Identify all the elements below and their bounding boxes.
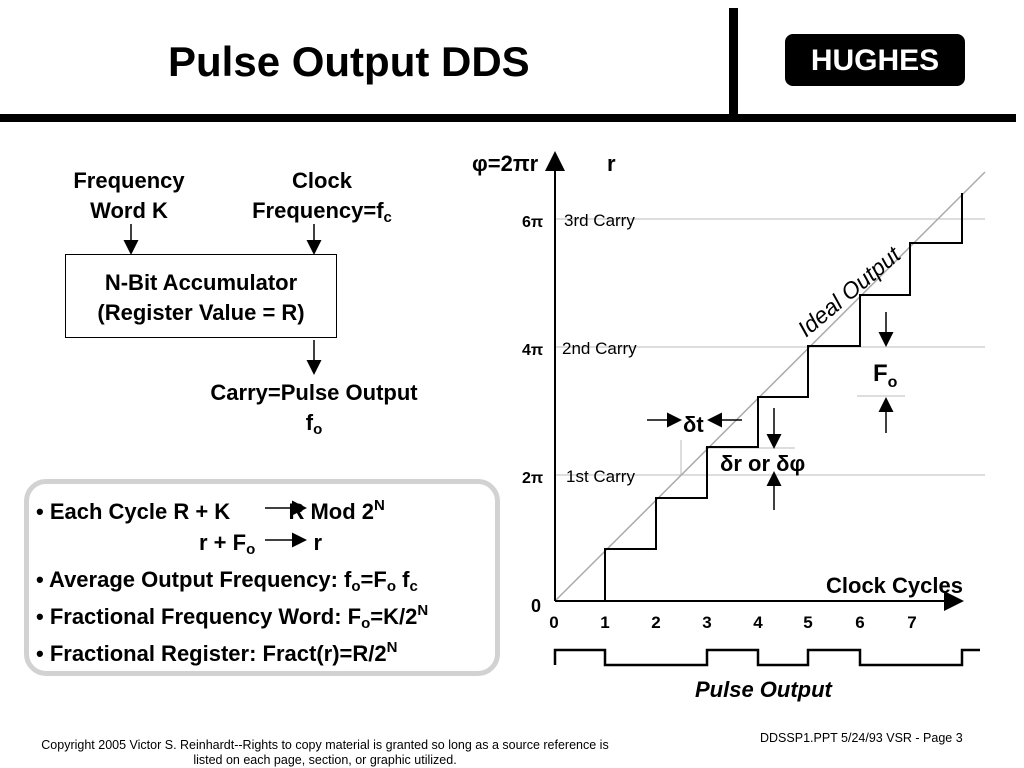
- clock-cycles-label: Clock Cycles: [826, 573, 963, 598]
- dds-phase-graph: φ=2πr r 0 2π 4π 6π 1st Carry 2nd Carry 3…: [472, 151, 986, 702]
- pulse-waveform: [553, 648, 980, 667]
- page-reference: DDSSP1.PPT 5/24/93 VSR - Page 3: [760, 731, 963, 745]
- header-divider: [0, 114, 1016, 122]
- x-tick-6: 6: [855, 613, 864, 632]
- y-tick-2pi: 2π: [522, 470, 543, 487]
- frequency-word-label: Frequency Word K: [73, 168, 185, 223]
- summary-box: [24, 479, 500, 676]
- accumulator-block: N-Bit Accumulator (Register Value = R): [65, 254, 337, 338]
- x-tick-4: 4: [753, 613, 763, 632]
- ideal-output-label: Ideal Output: [793, 240, 907, 341]
- delta-r-label: δr or δφ: [720, 451, 805, 476]
- accumulator-register: (Register Value = R): [97, 300, 305, 325]
- delta-t-label: δt: [683, 412, 704, 437]
- pulse-output-label: Pulse Output: [695, 677, 834, 702]
- carry-1-label: 1st Carry: [566, 467, 635, 486]
- carry-label: Carry=Pulse Output fo: [210, 380, 418, 438]
- accumulator-title: N-Bit Accumulator: [104, 270, 298, 295]
- r-axis-label: r: [607, 151, 616, 176]
- x-tick-2: 2: [651, 613, 660, 632]
- clock-frequency-label: Clock Frequency=fc: [252, 168, 392, 226]
- x-tick-1: 1: [600, 613, 609, 632]
- y-tick-0: 0: [531, 596, 541, 616]
- carry-2-label: 2nd Carry: [562, 339, 637, 358]
- x-tick-5: 5: [803, 613, 812, 632]
- bullet-average-frequency: • Average Output Frequency: fo=Fo fc: [36, 567, 418, 595]
- x-tick-0: 0: [549, 613, 558, 632]
- bullet-arrows: [265, 500, 307, 548]
- y-tick-6pi: 6π: [522, 214, 543, 231]
- block-arrows: [123, 224, 322, 375]
- hughes-logo: HUGHES: [785, 34, 965, 86]
- x-tick-7: 7: [907, 613, 916, 632]
- staircase-output: [555, 193, 963, 602]
- phase-axis-label: φ=2πr: [472, 151, 539, 176]
- x-tick-3: 3: [702, 613, 711, 632]
- y-tick-4pi: 4π: [522, 342, 543, 359]
- ideal-output-line: [554, 171, 986, 602]
- bullet-fractional-register: • Fractional Register: Fract(r)=R/2N: [36, 639, 398, 666]
- carry-3-label: 3rd Carry: [564, 211, 635, 230]
- page-title: Pulse Output DDS: [168, 38, 530, 85]
- fo-label: Fo: [873, 360, 898, 391]
- copyright-notice: Copyright 2005 Victor S. Reinhardt--Righ…: [41, 738, 609, 767]
- header-vertical-rule: [729, 8, 738, 114]
- bullet-fractional-word: • Fractional Frequency Word: Fo=K/2N: [36, 602, 429, 632]
- bullet-each-cycle-fraction: r + Fo r: [199, 530, 323, 558]
